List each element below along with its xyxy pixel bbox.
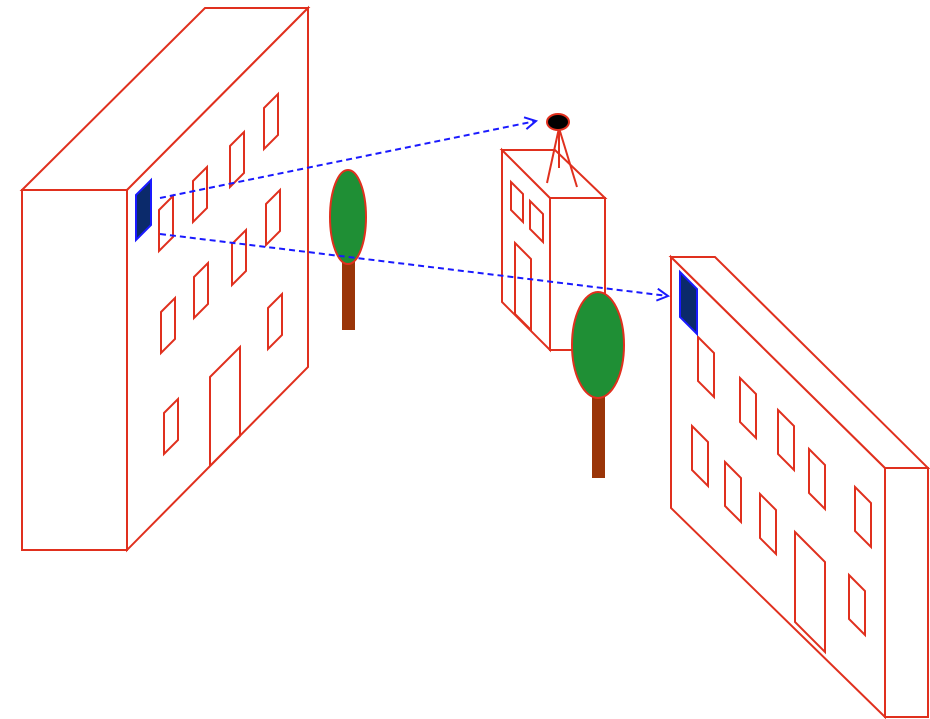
center-tree <box>571 291 625 478</box>
window <box>697 334 715 400</box>
right-building <box>668 254 930 719</box>
center-building-windows <box>510 179 544 333</box>
door <box>794 529 826 655</box>
window <box>691 423 709 489</box>
right-building-side-face <box>884 467 929 718</box>
sightline-to-right-building <box>159 233 668 296</box>
door <box>209 344 241 469</box>
left-building-windows <box>158 91 283 469</box>
window <box>808 446 826 512</box>
window <box>163 396 179 457</box>
sightlines <box>159 121 668 296</box>
sightline-to-camera <box>159 121 536 199</box>
left-building-highlighted-window <box>135 177 152 243</box>
window <box>759 491 777 557</box>
left-building <box>19 5 311 553</box>
window <box>229 129 245 190</box>
window <box>160 295 176 356</box>
window <box>724 459 742 525</box>
window <box>739 375 757 441</box>
tree-foliage <box>329 169 367 265</box>
left-building-side-face <box>21 189 128 551</box>
tree-foliage <box>571 291 625 399</box>
tree-trunk <box>342 252 355 330</box>
left-tree <box>329 169 367 330</box>
door <box>514 240 532 333</box>
center-building-top-face <box>499 149 608 199</box>
camera-body <box>546 113 570 131</box>
window <box>158 193 174 254</box>
window <box>231 227 247 288</box>
window <box>848 572 866 638</box>
window <box>854 484 872 550</box>
window <box>529 198 544 245</box>
window <box>510 179 524 225</box>
left-building-front-face <box>126 5 309 553</box>
tree-trunk <box>592 390 605 478</box>
window <box>265 187 281 248</box>
window <box>192 164 208 225</box>
window <box>263 91 279 152</box>
tripod-leg <box>558 127 578 188</box>
right-building-highlighted-window <box>679 269 698 337</box>
right-building-windows <box>691 334 872 655</box>
window <box>777 407 795 473</box>
window <box>267 291 283 352</box>
window <box>193 260 209 321</box>
tripod-leg <box>546 127 560 184</box>
camera-on-tripod <box>546 113 578 188</box>
